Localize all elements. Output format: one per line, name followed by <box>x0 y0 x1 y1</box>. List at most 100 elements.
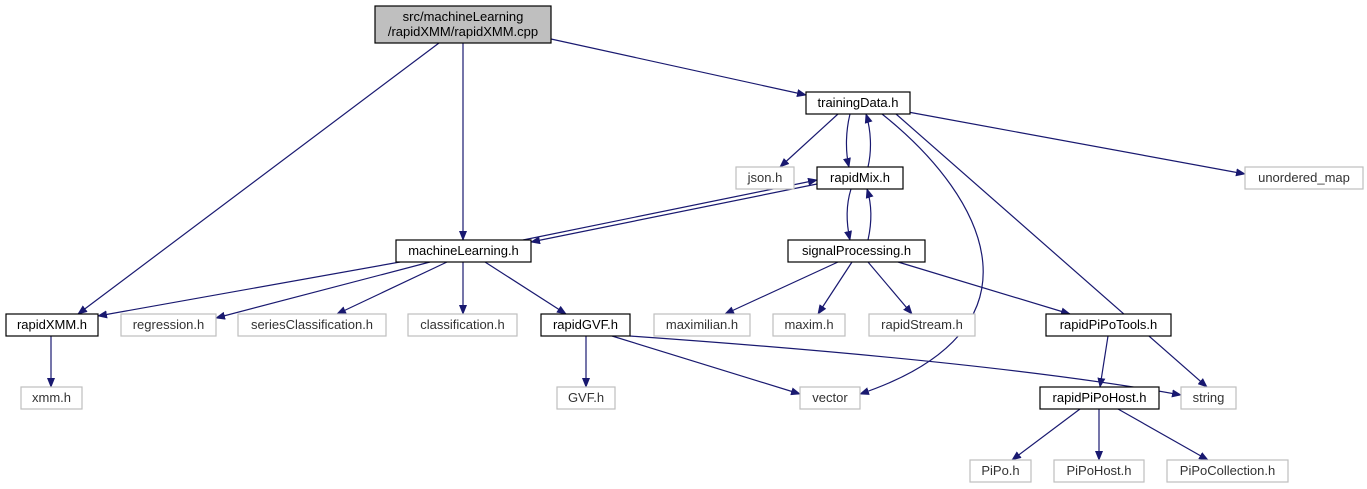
node-vector: vector <box>799 386 861 410</box>
node-seriesClassification: seriesClassification.h <box>237 313 387 337</box>
node-label-machineLearning: machineLearning.h <box>408 243 519 258</box>
node-box-string <box>1180 386 1237 410</box>
node-label-signalProcessing: signalProcessing.h <box>802 243 911 258</box>
node-rapidStream: rapidStream.h <box>868 313 976 337</box>
edge-trainingData-to-json <box>779 113 839 168</box>
node-GVF: GVF.h <box>556 386 616 410</box>
node-box-rapidStream <box>868 313 976 337</box>
node-box-regression <box>120 313 217 337</box>
node-box-rapidPiPoHost <box>1039 386 1160 410</box>
edge-signalProcessing-to-rapidPiPoTools <box>897 261 1071 316</box>
edge-machineLearning-to-rapidXMM <box>97 261 401 319</box>
edge-machineLearning-to-regression <box>215 261 431 320</box>
edge-rapidPiPoTools-to-rapidPiPoHost <box>1097 335 1109 388</box>
node-box-rapidXMM <box>5 313 99 337</box>
node-PiPo: PiPo.h <box>969 459 1032 483</box>
nodes-layer: src/machineLearning/rapidXMM/rapidXMM.cp… <box>5 5 1364 483</box>
node-label-json: json.h <box>747 170 783 185</box>
node-box-seriesClassification <box>237 313 387 337</box>
edge-rapidMix-to-signalProcessing <box>844 188 852 241</box>
edge-rapidGVF-to-string <box>629 335 1182 398</box>
node-box-trainingData <box>805 91 911 115</box>
node-box-machineLearning <box>395 239 532 263</box>
node-rapidXMM[interactable]: rapidXMM.h <box>5 313 99 337</box>
node-box-PiPoCollection <box>1166 459 1289 483</box>
node-string: string <box>1180 386 1237 410</box>
node-label-PiPoCollection: PiPoCollection.h <box>1180 463 1275 478</box>
node-label-xmm: xmm.h <box>32 390 71 405</box>
node-label-root: src/machineLearning <box>403 9 524 24</box>
edge-trainingData-to-vector <box>859 113 984 395</box>
edge-rapidMix-to-machineLearning <box>530 183 818 245</box>
edge-signalProcessing-to-maximilian <box>724 261 839 315</box>
edge-signalProcessing-to-rapidMix <box>865 188 874 241</box>
node-label-maxim: maxim.h <box>784 317 833 332</box>
node-box-classification <box>407 313 518 337</box>
edge-trainingData-to-string <box>895 113 1208 388</box>
node-label-seriesClassification: seriesClassification.h <box>251 317 373 332</box>
node-box-GVF <box>556 386 616 410</box>
node-box-vector <box>799 386 861 410</box>
node-signalProcessing[interactable]: signalProcessing.h <box>787 239 926 263</box>
edge-trainingData-to-rapidMix <box>843 113 851 168</box>
node-label-rapidMix: rapidMix.h <box>830 170 890 185</box>
node-classification: classification.h <box>407 313 518 337</box>
edge-trainingData-to-unordered_map <box>907 111 1246 177</box>
node-label-vector: vector <box>812 390 848 405</box>
node-xmm: xmm.h <box>20 386 83 410</box>
node-rapidPiPoTools[interactable]: rapidPiPoTools.h <box>1045 313 1172 337</box>
edge-rapidMix-to-trainingData <box>864 113 873 168</box>
node-unordered_map: unordered_map <box>1244 166 1364 190</box>
edge-machineLearning-to-rapidMix <box>522 177 818 241</box>
node-label-unordered_map: unordered_map <box>1258 170 1350 185</box>
node-box-rapidMix <box>816 166 904 190</box>
node-box-maximilian <box>653 313 751 337</box>
edge-rapidPiPoHost-to-PiPoCollection <box>1117 408 1209 461</box>
node-rapidMix[interactable]: rapidMix.h <box>816 166 904 190</box>
node-label-trainingData: trainingData.h <box>818 95 899 110</box>
node-label-PiPo: PiPo.h <box>981 463 1019 478</box>
node-trainingData[interactable]: trainingData.h <box>805 91 911 115</box>
node-rapidPiPoHost[interactable]: rapidPiPoHost.h <box>1039 386 1160 410</box>
node-label-rapidPiPoTools: rapidPiPoTools.h <box>1060 317 1158 332</box>
node-root[interactable]: src/machineLearning/rapidXMM/rapidXMM.cp… <box>374 5 552 44</box>
node-label-rapidStream: rapidStream.h <box>881 317 963 332</box>
node-label-string: string <box>1193 390 1225 405</box>
node-label-rapidPiPoHost: rapidPiPoHost.h <box>1053 390 1147 405</box>
node-maximilian: maximilian.h <box>653 313 751 337</box>
edge-signalProcessing-to-rapidStream <box>867 261 913 315</box>
edge-rapidGVF-to-vector <box>611 335 801 396</box>
node-box-signalProcessing <box>787 239 926 263</box>
node-box-unordered_map <box>1244 166 1364 190</box>
node-label-PiPoHost: PiPoHost.h <box>1066 463 1131 478</box>
node-label-GVF: GVF.h <box>568 390 604 405</box>
edge-root-to-trainingData <box>550 38 807 97</box>
node-label-root: /rapidXMM/rapidXMM.cpp <box>388 24 538 39</box>
node-json: json.h <box>735 166 795 190</box>
node-box-json <box>735 166 795 190</box>
edge-rapidPiPoHost-to-PiPo <box>1011 408 1081 461</box>
node-machineLearning[interactable]: machineLearning.h <box>395 239 532 263</box>
node-box-root <box>374 5 552 44</box>
node-box-PiPo <box>969 459 1032 483</box>
node-label-maximilian: maximilian.h <box>666 317 738 332</box>
node-rapidGVF[interactable]: rapidGVF.h <box>540 313 631 337</box>
node-label-rapidGVF: rapidGVF.h <box>553 317 618 332</box>
node-box-rapidGVF <box>540 313 631 337</box>
node-PiPoHost: PiPoHost.h <box>1053 459 1145 483</box>
node-box-maxim <box>772 313 846 337</box>
node-box-xmm <box>20 386 83 410</box>
edge-signalProcessing-to-maxim <box>817 261 853 315</box>
node-box-PiPoHost <box>1053 459 1145 483</box>
edges-layer <box>47 38 1246 461</box>
node-maxim: maxim.h <box>772 313 846 337</box>
edge-machineLearning-to-rapidGVF <box>484 261 567 315</box>
edge-machineLearning-to-seriesClassification <box>336 261 448 315</box>
edge-root-to-rapidXMM <box>77 42 440 315</box>
node-PiPoCollection: PiPoCollection.h <box>1166 459 1289 483</box>
node-label-regression: regression.h <box>133 317 205 332</box>
node-regression: regression.h <box>120 313 217 337</box>
node-label-classification: classification.h <box>420 317 505 332</box>
node-label-rapidXMM: rapidXMM.h <box>17 317 87 332</box>
